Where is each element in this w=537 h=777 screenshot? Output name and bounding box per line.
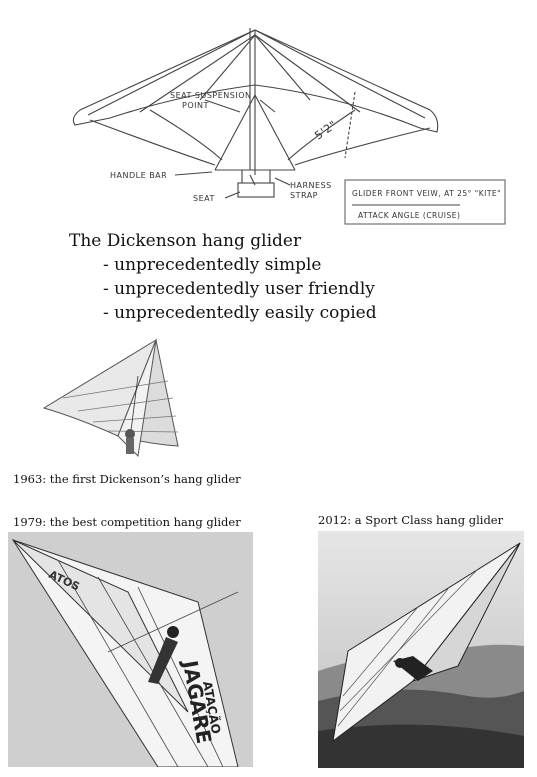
photo-1963-glider xyxy=(38,336,190,461)
sketch-caption-line2: ATTACK ANGLE (CRUISE) xyxy=(358,211,460,220)
label-seat-suspension-point: POINT xyxy=(182,101,209,110)
label-harness: HARNESS xyxy=(290,181,332,190)
photo-1979-glider: ATOS JAGARE ATAÇÃO xyxy=(8,532,253,767)
intro-title: The Dickenson hang glider xyxy=(69,231,302,251)
label-seat-suspension: SEAT SUSPENSION xyxy=(170,91,252,100)
sketch-caption-line1: GLIDER FRONT VEIW, AT 25° "KITE" xyxy=(352,189,501,198)
label-handle-bar: HANDLE BAR xyxy=(110,171,167,180)
caption-1963: 1963: the first Dickenson’s hang glider xyxy=(13,472,241,486)
glider-sketch: SEAT SUSPENSION POINT 5'2" HANDLE BAR SE… xyxy=(0,0,537,230)
label-height: 5'2" xyxy=(312,118,339,142)
intro-bullet-1: - unprecedentedly simple xyxy=(103,255,322,275)
label-strap: STRAP xyxy=(290,191,318,200)
caption-1979: 1979: the best competition hang glider xyxy=(13,515,241,529)
intro-bullet-3: - unprecedentedly easily copied xyxy=(103,303,377,323)
intro-bullet-2: - unprecedentedly user friendly xyxy=(103,279,375,299)
label-seat: SEAT xyxy=(193,194,215,203)
caption-2012: 2012: a Sport Class hang glider xyxy=(318,513,504,527)
photo-2012-glider xyxy=(318,531,524,768)
